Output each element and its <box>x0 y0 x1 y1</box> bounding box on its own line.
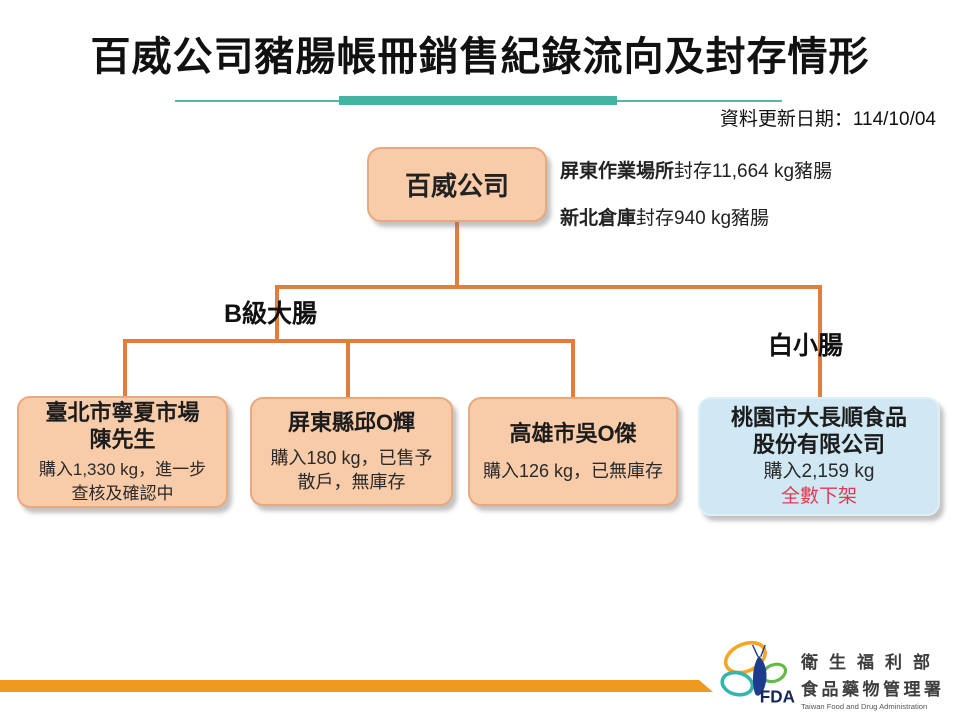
buyer-alert-removed-from-shelves: 全數下架 <box>780 486 857 507</box>
buyer-detail-line2: 查核及確認中 <box>71 483 174 503</box>
buyer-detail-line2: 散戶，無庫存 <box>297 472 406 492</box>
connector-top-horizontal <box>277 285 822 289</box>
page-title: 百威公司豬腸帳冊銷售紀錄流向及封存情形 <box>90 35 870 79</box>
buyer-node-pingtung-chiu: 屏東縣邱O輝 購入180 kg，已售予 散戶，無庫存 <box>250 397 453 506</box>
buyer-name-line1: 桃園市大長順食品 <box>730 405 907 430</box>
root-company-node: 百威公司 <box>367 147 547 222</box>
buyer-detail-line1: 購入180 kg，已售予 <box>270 448 433 468</box>
connector-left-branch-vertical <box>275 285 279 342</box>
buyer-detail: 購入126 kg，已無庫存 <box>482 461 664 481</box>
logo-fda-text: FDA <box>760 688 795 707</box>
agency-name-english: Taiwan Food and Drug Administration <box>801 702 928 711</box>
buyer-name-line2: 陳先生 <box>89 426 156 452</box>
connector-buyer3-vertical <box>571 339 575 397</box>
buyer-name: 高雄市吳O傑 <box>509 421 637 446</box>
connector-buyer2-vertical <box>346 339 350 397</box>
seal-note-newtaipei-amount: 封存940 kg豬腸 <box>636 208 770 229</box>
logo-teal-wing-icon <box>720 670 755 697</box>
connector-root-vertical <box>455 222 459 287</box>
buyer-name: 桃園市大長順食品 股份有限公司 <box>731 404 907 458</box>
connector-buyer1-vertical <box>123 339 127 397</box>
agency-name: 食品藥物管理署 <box>801 680 945 699</box>
footer-accent-bar <box>0 680 713 692</box>
buyer-name: 臺北市寧夏市場 陳先生 <box>45 399 199 453</box>
connector-buyer4-vertical <box>818 285 822 397</box>
agency-name-block: 衛生福利部 食品藥物管理署 Taiwan Food and Drug Admin… <box>801 648 941 711</box>
seal-note-newtaipei: 新北倉庫封存940 kg豬腸 <box>560 203 832 230</box>
buyer-name: 屏東縣邱O輝 <box>287 410 416 435</box>
branch-label-white-small-intestine: 白小腸 <box>768 332 844 360</box>
title-divider-accent <box>339 96 617 105</box>
data-updated-date: 資料更新日期：114/10/04 <box>719 109 936 130</box>
seal-note-pingtung: 屏東作業場所封存11,664 kg豬腸 <box>560 156 832 183</box>
buyer-detail: 購入180 kg，已售予 散戶，無庫存 <box>270 446 432 494</box>
buyer-detail: 購入1,330 kg，進一步 查核及確認中 <box>39 458 206 506</box>
seal-note-pingtung-site: 屏東作業場所 <box>560 161 675 182</box>
logo-taiwan-island-icon <box>752 655 767 696</box>
buyer-node-kaohsiung-wu: 高雄市吳O傑 購入126 kg，已無庫存 <box>468 397 678 506</box>
seal-note-newtaipei-site: 新北倉庫 <box>560 208 637 229</box>
fda-butterfly-logo: FDA <box>720 640 795 707</box>
seal-notes: 屏東作業場所封存11,664 kg豬腸 新北倉庫封存940 kg豬腸 <box>560 156 832 250</box>
branch-label-b-grade-large-intestine: B級大腸 <box>224 300 318 328</box>
buyer-name-line2: 股份有限公司 <box>752 432 885 457</box>
logo-antennae-icon <box>751 644 766 658</box>
agency-ministry-name: 衛生福利部 <box>801 653 941 672</box>
buyer-detail: 購入2,159 kg <box>763 461 875 482</box>
buyer-node-taoyuan-dachangshun: 桃園市大長順食品 股份有限公司 購入2,159 kg 全數下架 <box>698 397 940 516</box>
buyer-node-taipei-market: 臺北市寧夏市場 陳先生 購入1,330 kg，進一步 查核及確認中 <box>17 396 228 508</box>
buyer-name-line1: 臺北市寧夏市場 <box>45 399 200 425</box>
buyer-detail-line1: 購入1,330 kg，進一步 <box>38 459 207 479</box>
seal-note-pingtung-amount: 封存11,664 kg豬腸 <box>674 161 833 182</box>
